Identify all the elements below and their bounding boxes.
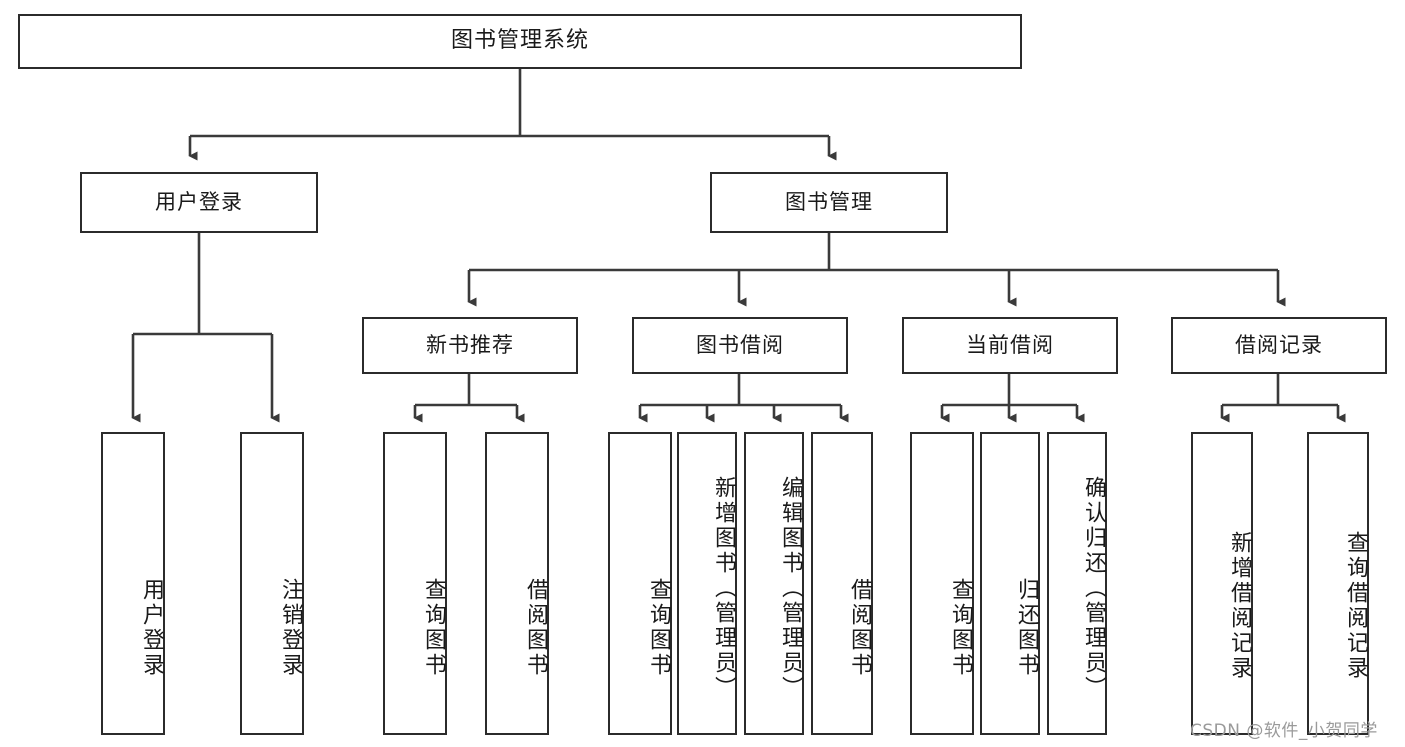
leaf-bb-edit-book-label: 编辑图书（管理员） [778, 476, 803, 701]
node-borrow-record-label: 借阅记录 [1235, 332, 1323, 357]
leaf-bb-borrow-book[interactable]: 借阅图书 [811, 432, 873, 735]
node-new-book-recommend-label: 新书推荐 [426, 332, 514, 357]
node-user-login-label: 用户登录 [155, 189, 243, 214]
leaf-logout[interactable]: 注销登录 [240, 432, 304, 735]
leaf-bb-query-book-label: 查询图书 [646, 577, 671, 678]
leaf-bb-borrow-book-label: 借阅图书 [847, 577, 872, 678]
node-book-management[interactable]: 图书管理 [710, 172, 948, 233]
leaf-cb-return-book[interactable]: 归还图书 [980, 432, 1040, 735]
node-current-borrow[interactable]: 当前借阅 [902, 317, 1118, 374]
leaf-br-add-record[interactable]: 新增借阅记录 [1191, 432, 1253, 735]
leaf-logout-label: 注销登录 [278, 577, 303, 678]
leaf-bb-query-book[interactable]: 查询图书 [608, 432, 672, 735]
leaf-bb-edit-book[interactable]: 编辑图书（管理员） [744, 432, 804, 735]
node-root-system-label: 图书管理系统 [450, 28, 589, 54]
csdn-watermark: CSDN @软件_小贺同学 [1190, 721, 1378, 741]
leaf-br-query-record-label: 查询借阅记录 [1343, 530, 1368, 681]
node-user-login[interactable]: 用户登录 [80, 172, 318, 233]
leaf-cb-confirm-return-label: 确认归还（管理员） [1081, 476, 1106, 701]
leaf-cb-query-book[interactable]: 查询图书 [910, 432, 974, 735]
leaf-br-query-record[interactable]: 查询借阅记录 [1307, 432, 1369, 735]
leaf-nb-borrow-book-label: 借阅图书 [523, 577, 548, 678]
leaf-cb-query-book-label: 查询图书 [948, 577, 973, 678]
leaf-bb-add-book-label: 新增图书（管理员） [711, 476, 736, 701]
node-borrow-record[interactable]: 借阅记录 [1171, 317, 1387, 374]
leaf-cb-return-book-label: 归还图书 [1014, 577, 1039, 678]
leaf-nb-borrow-book[interactable]: 借阅图书 [485, 432, 549, 735]
node-book-borrow[interactable]: 图书借阅 [632, 317, 848, 374]
node-book-borrow-label: 图书借阅 [696, 332, 784, 357]
leaf-bb-add-book[interactable]: 新增图书（管理员） [677, 432, 737, 735]
leaf-user-login[interactable]: 用户登录 [101, 432, 165, 735]
node-book-management-label: 图书管理 [785, 189, 873, 214]
leaf-br-add-record-label: 新增借阅记录 [1227, 530, 1252, 681]
node-current-borrow-label: 当前借阅 [966, 332, 1054, 357]
node-root-system[interactable]: 图书管理系统 [18, 14, 1022, 69]
leaf-nb-query-book-label: 查询图书 [421, 577, 446, 678]
leaf-user-login-label: 用户登录 [139, 577, 164, 678]
leaf-cb-confirm-return[interactable]: 确认归还（管理员） [1047, 432, 1107, 735]
node-new-book-recommend[interactable]: 新书推荐 [362, 317, 578, 374]
leaf-nb-query-book[interactable]: 查询图书 [383, 432, 447, 735]
